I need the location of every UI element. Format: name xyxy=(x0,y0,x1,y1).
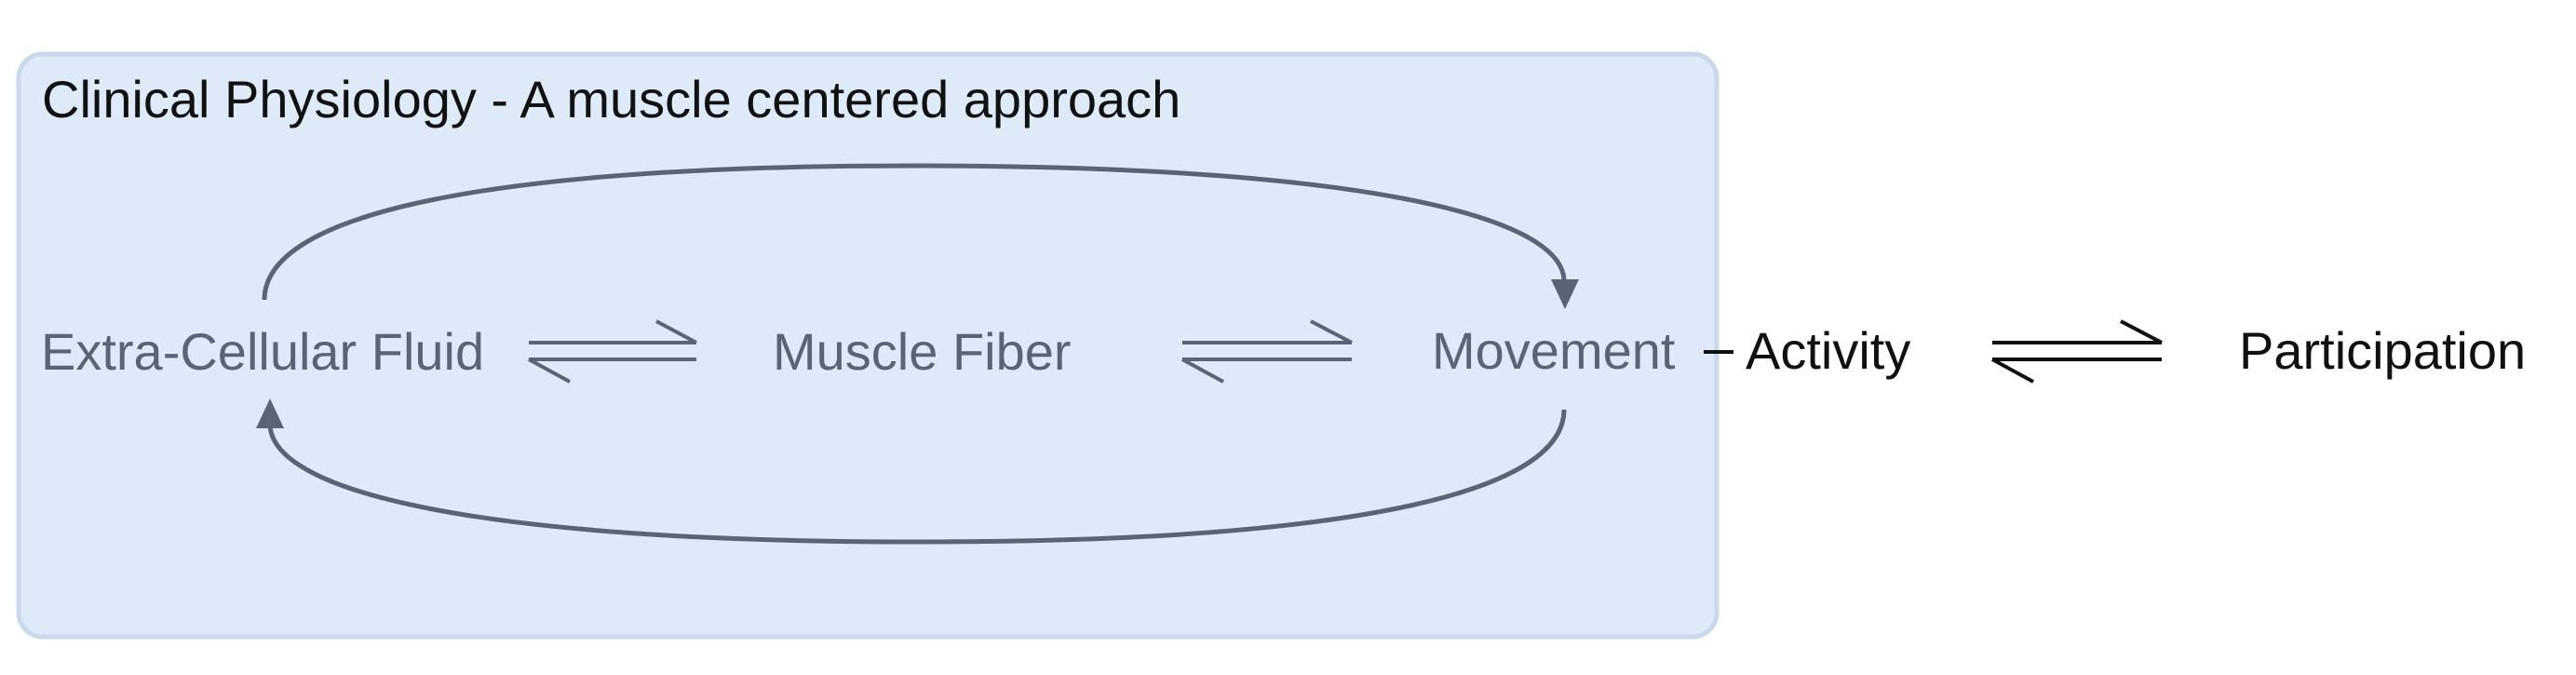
arrowhead-into-extracellular-fluid xyxy=(256,398,284,428)
node-movement: Movement xyxy=(1432,321,1676,380)
node-extracellular-fluid: Extra-Cellular Fluid xyxy=(41,322,484,381)
node-activity: Activity xyxy=(1746,321,1910,380)
arrowhead-into-movement xyxy=(1551,279,1579,309)
equilibrium-activity-participation xyxy=(1991,319,2163,384)
arc-movement-to-ecf xyxy=(267,409,1567,545)
group-title: Clinical Physiology - A muscle centered … xyxy=(42,70,1180,128)
node-participation: Participation xyxy=(2239,321,2526,380)
node-muscle-fiber: Muscle Fiber xyxy=(773,322,1072,381)
arc-ecf-to-movement xyxy=(262,163,1567,301)
equilibrium-muscle-fiber-movement xyxy=(1181,319,1353,384)
equilibrium-ecf-muscle-fiber xyxy=(528,319,697,384)
